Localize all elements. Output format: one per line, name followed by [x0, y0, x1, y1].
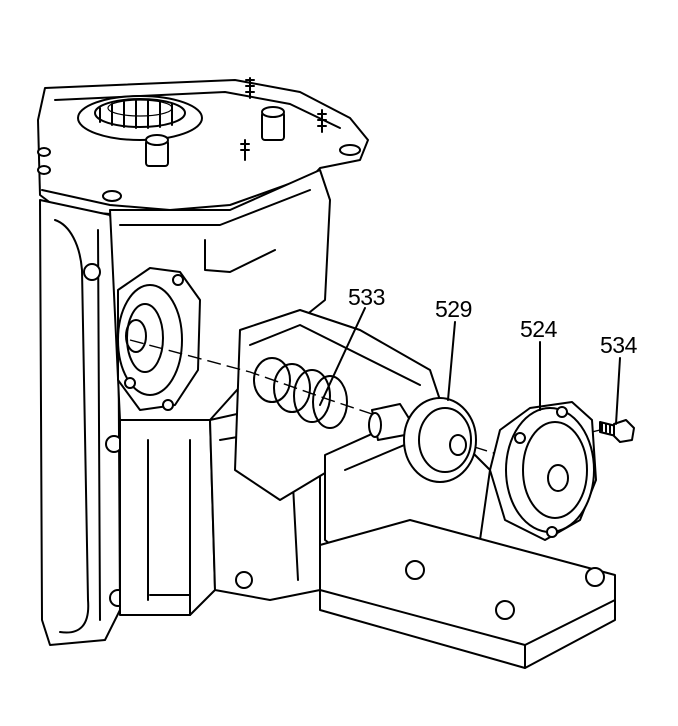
servo-housing — [234, 309, 616, 669]
leader-lines — [319, 307, 621, 425]
callout-534: 534 — [600, 332, 637, 358]
servo-piston — [368, 397, 477, 483]
servo-spring — [253, 357, 348, 429]
callout-529: 529 — [435, 296, 472, 322]
cover-bolt — [599, 419, 635, 443]
callout-524: 524 — [520, 316, 557, 342]
servo-cover — [489, 401, 597, 541]
callout-533: 533 — [348, 284, 385, 310]
